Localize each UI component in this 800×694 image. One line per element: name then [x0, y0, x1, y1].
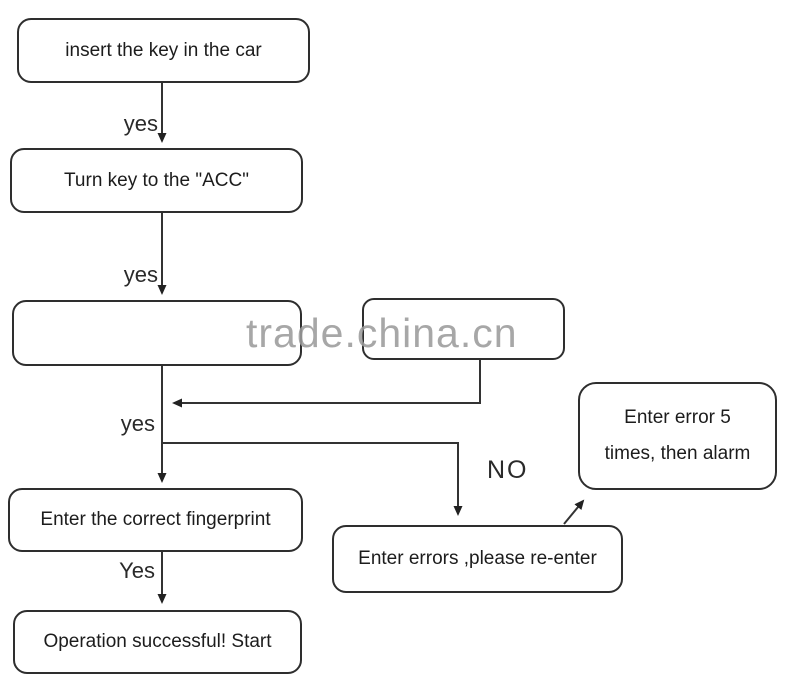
node-alarm-line1: Enter error 5: [624, 406, 731, 428]
edge-label-yes-3: yes: [120, 411, 155, 436]
edge-entererrors-to-alarm: [563, 499, 585, 525]
node-turn-key-acc-label: Turn key to the "ACC": [64, 169, 249, 191]
node-blank-right: [362, 298, 565, 360]
node-alarm: Enter error 5 times, then alarm: [578, 382, 777, 490]
node-correct-fingerprint-label: Enter the correct fingerprint: [40, 509, 271, 530]
edge-label-yes-4: Yes: [119, 558, 155, 583]
edge-label-yes-1: yes: [123, 111, 158, 136]
node-alarm-line2: times, then alarm: [604, 443, 751, 465]
edge-blankright-merge: [172, 360, 481, 408]
node-enter-errors: Enter errors ,please re-enter: [332, 525, 623, 593]
edge-label-yes-2: yes: [123, 262, 158, 287]
node-operation-success-label: Operation successful! Start: [43, 631, 272, 652]
node-insert-key-label: insert the key in the car: [65, 39, 262, 61]
edge-label-no: NO: [487, 456, 529, 484]
node-blank-left: [12, 300, 302, 366]
node-insert-key: insert the key in the car: [17, 18, 310, 83]
node-enter-errors-label: Enter errors ,please re-enter: [358, 548, 597, 569]
node-operation-success: Operation successful! Start: [13, 610, 302, 674]
node-turn-key-acc: Turn key to the "ACC": [10, 148, 303, 213]
edge-branch-to-entererrors: [163, 442, 463, 516]
node-correct-fingerprint: Enter the correct fingerprint: [8, 488, 303, 552]
